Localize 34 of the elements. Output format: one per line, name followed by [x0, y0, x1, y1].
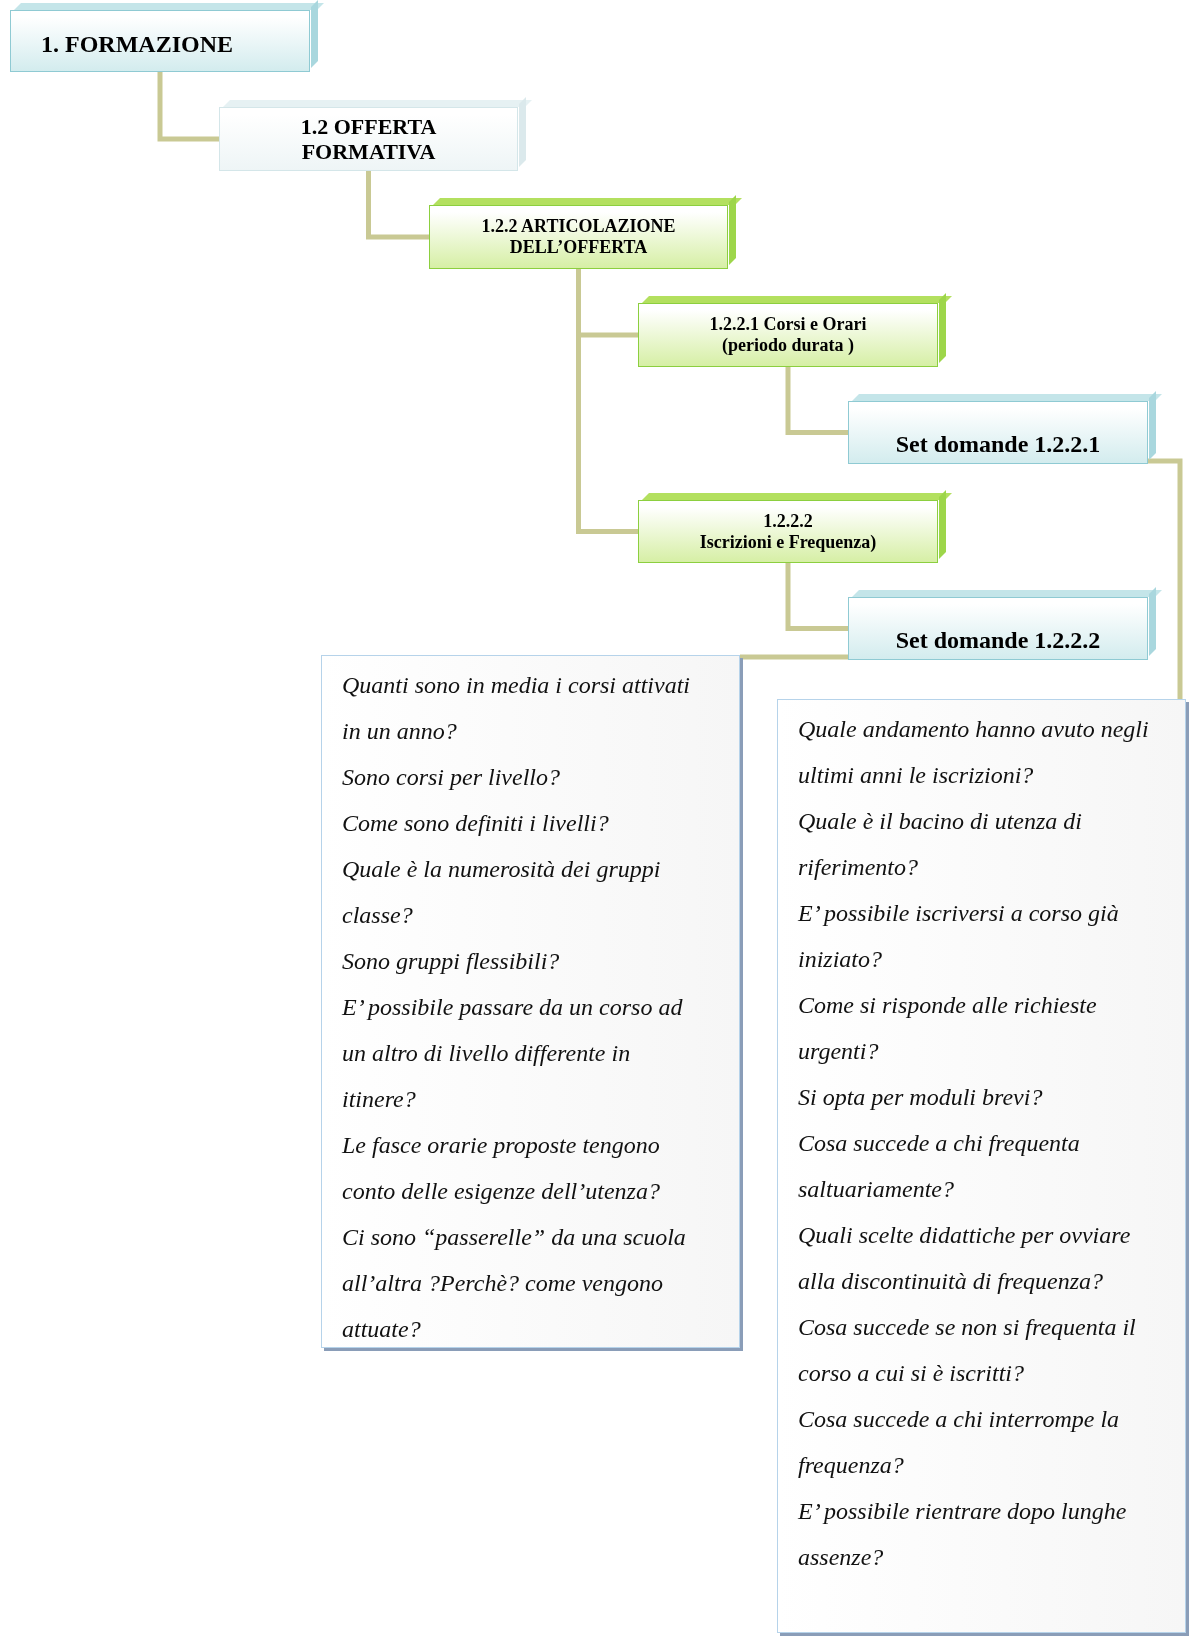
question-list-box: [777, 699, 1186, 1633]
question-text: Cosa succede a chi frequenta saltuariamente?: [798, 1129, 1081, 1204]
question-text: E’ possibile iscriversi a corso già iniziato?: [798, 899, 1120, 974]
question-list-box: [321, 655, 740, 1348]
topic-heading: 1. FORMAZIONE: [41, 31, 233, 59]
connector-line: [157, 72, 219, 142]
connector-line: [366, 171, 429, 240]
connector-line: [785, 563, 848, 631]
question-text: Cosa succede se non si frequenta il corso a cui si è iscritti?: [798, 1313, 1137, 1388]
connector-line: [740, 654, 848, 660]
subtopic-heading: 1.2.2.2: [762, 510, 814, 532]
question-set-title: Set domande 1.2.2.1: [894, 431, 1102, 459]
question-text: Ci sono “passerelle” da una scuola all’altra ?Perchè? come vengono attuate?: [342, 1223, 687, 1344]
question-text: Quale è la numerosità dei gruppi classe?: [342, 855, 662, 930]
question-text: Quale andamento hanno avuto negli ultimi anni le iscrizioni?: [798, 715, 1150, 790]
question-text: Come si risponde alle richieste urgenti?: [798, 991, 1098, 1066]
question-text: Sono corsi per livello?: [342, 763, 561, 792]
subtopic-heading: Iscrizioni e Frequenza): [698, 531, 878, 553]
question-text: Quali scelte didattiche per ovviare alla discontinuità di frequenza?: [798, 1221, 1132, 1296]
question-text: Cosa succede a chi interrompe la frequenza?: [798, 1405, 1121, 1480]
connector-line: [785, 367, 848, 435]
question-text: Le fasce orarie proposte tengono conto delle esigenze dell’utenza?: [342, 1131, 661, 1206]
question-set-title: Set domande 1.2.2.2: [894, 627, 1102, 655]
question-text: E’ possibile passare da un corso ad un altro di livello differente in itinere?: [342, 993, 684, 1114]
subtopic-heading: 1.2.2.1 Corsi e Orari (periodo durata ): [708, 314, 868, 356]
question-text: Quale è il bacino di utenza di riferimento?: [798, 807, 1083, 882]
question-text: Sono gruppi flessibili?: [342, 947, 561, 976]
subtopic-heading: 1.2.2 ARTICOLAZIONE DELL’OFFERTA: [480, 216, 677, 258]
connector-line: [1148, 458, 1183, 699]
question-text: Come sono definiti i livelli?: [342, 809, 610, 838]
question-text: Quanti sono in media i corsi attivati in un anno?: [342, 671, 691, 746]
question-text: E’ possibile rientrare dopo lunghe assenze?: [798, 1497, 1128, 1572]
topic-heading: 1.2 OFFERTA FORMATIVA: [299, 113, 438, 165]
question-text: Si opta per moduli brevi?: [798, 1083, 1044, 1112]
